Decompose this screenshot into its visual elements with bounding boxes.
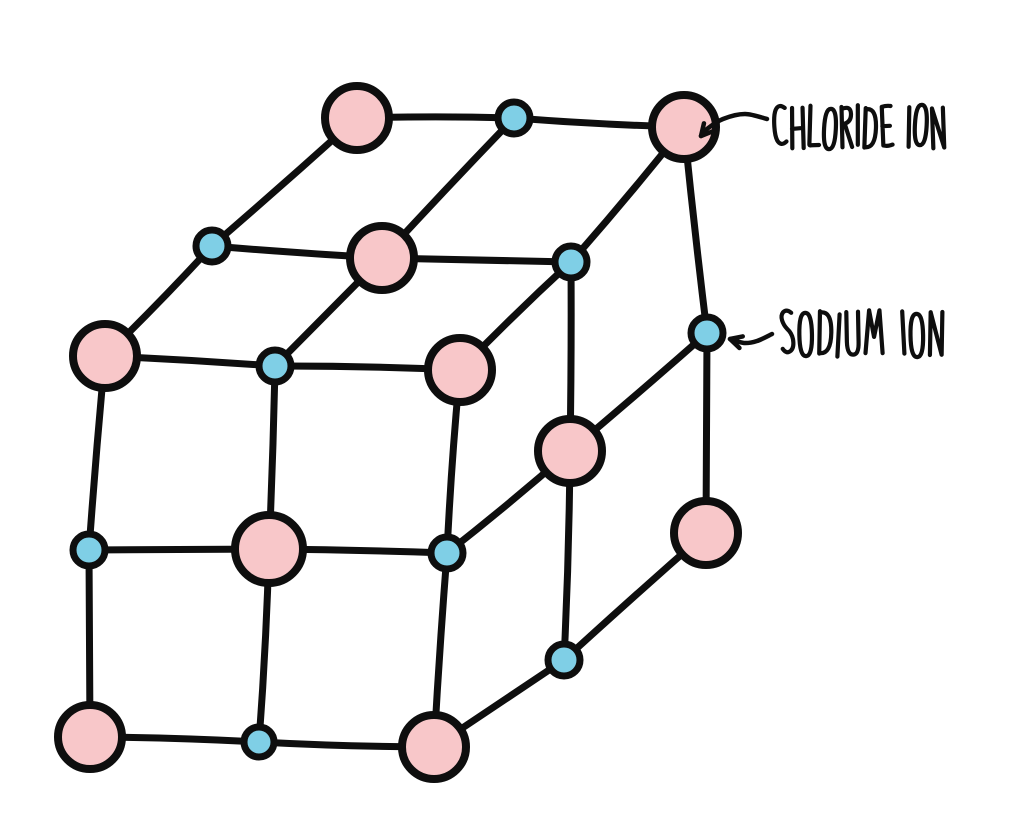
sodium-arrow-shaft (727, 331, 775, 346)
annotation-arrows (698, 111, 775, 351)
glyph-O (797, 310, 815, 359)
chloride-ion-node (69, 320, 141, 392)
glyph-O (908, 311, 926, 360)
lattice-edges (85, 113, 711, 751)
annotation-labels (772, 102, 947, 360)
chloride-ion-node (346, 222, 418, 294)
chloride-ion-node (321, 82, 393, 154)
glyph-L (807, 103, 822, 148)
glyph-O (821, 106, 839, 152)
chloride-ion-node (231, 511, 307, 587)
chloride-ion-node (54, 701, 126, 773)
sodium-arrow-head (727, 334, 745, 351)
sodium-ion-node (544, 640, 584, 680)
glyph-I (900, 309, 907, 356)
sodium-ion-node (551, 242, 591, 282)
chloride-ion-node (398, 711, 470, 783)
glyph-N (927, 309, 945, 358)
glyph-E (879, 103, 895, 148)
chloride-arrow-head (698, 121, 716, 139)
chloride-ion-node (648, 91, 720, 163)
glyph-R (839, 104, 855, 150)
glyph-S (779, 308, 796, 355)
sodium-ion-node (427, 533, 467, 573)
chloride-ion-node (424, 334, 496, 406)
sodium-ion-node (240, 723, 278, 761)
sodium-ion-node (687, 313, 727, 353)
lattice-nodes (54, 82, 742, 783)
sodium-ion-node (255, 346, 295, 386)
glyph-H (789, 105, 806, 151)
sodium-ion-label (779, 308, 945, 360)
glyph-D (862, 106, 879, 150)
sodium-ion-node (192, 226, 232, 266)
glyph-C (772, 103, 789, 146)
glyph-I (906, 105, 912, 149)
sodium-ion-node (69, 530, 109, 570)
glyph-D (817, 309, 834, 356)
glyph-N (929, 105, 947, 151)
chloride-ion-node (670, 497, 742, 569)
glyph-I (835, 312, 842, 359)
glyph-O (912, 102, 929, 148)
chloride-ion-node (534, 415, 606, 487)
glyph-U (844, 309, 861, 357)
sodium-ion-node (494, 98, 534, 138)
chloride-ion-label (772, 102, 947, 152)
glyph-M (863, 308, 885, 356)
